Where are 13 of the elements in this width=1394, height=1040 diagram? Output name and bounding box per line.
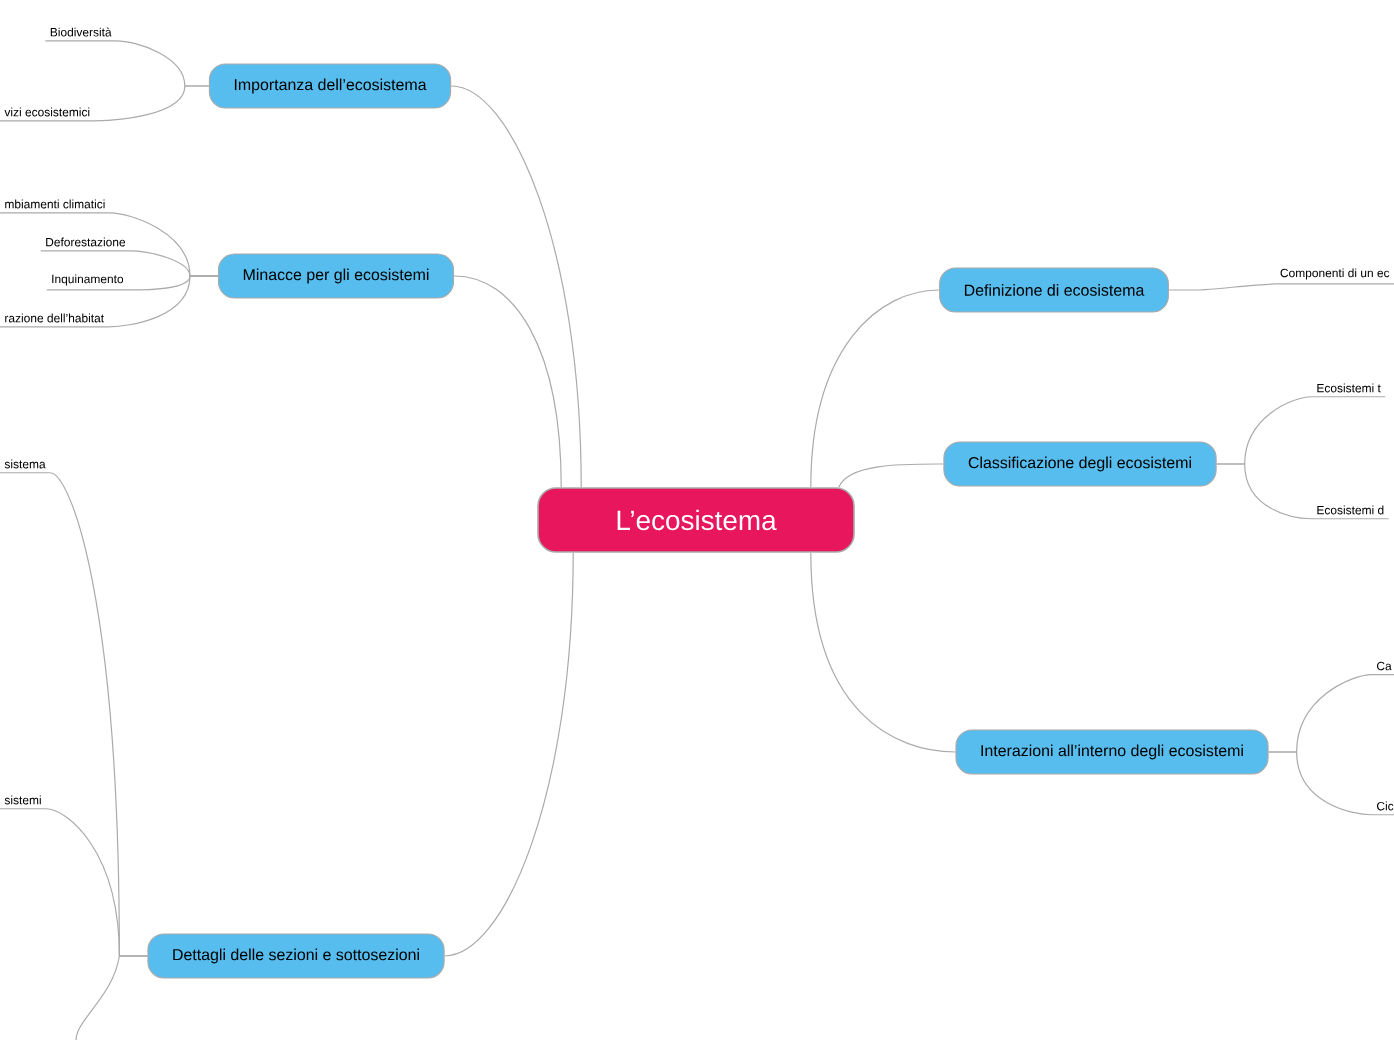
connector-line <box>75 955 148 1040</box>
connector-line <box>1168 283 1394 291</box>
connector-line <box>0 85 210 122</box>
connector-line <box>1216 463 1390 520</box>
connector-line <box>453 275 562 488</box>
connector-line <box>1268 751 1394 816</box>
connector-line <box>0 275 219 328</box>
connector-line <box>444 552 574 957</box>
central-topic: L’ecosistema <box>537 487 855 553</box>
connector-line <box>450 85 582 488</box>
connector-line <box>810 552 956 753</box>
connector-line <box>810 289 940 488</box>
connector-line <box>838 463 944 488</box>
